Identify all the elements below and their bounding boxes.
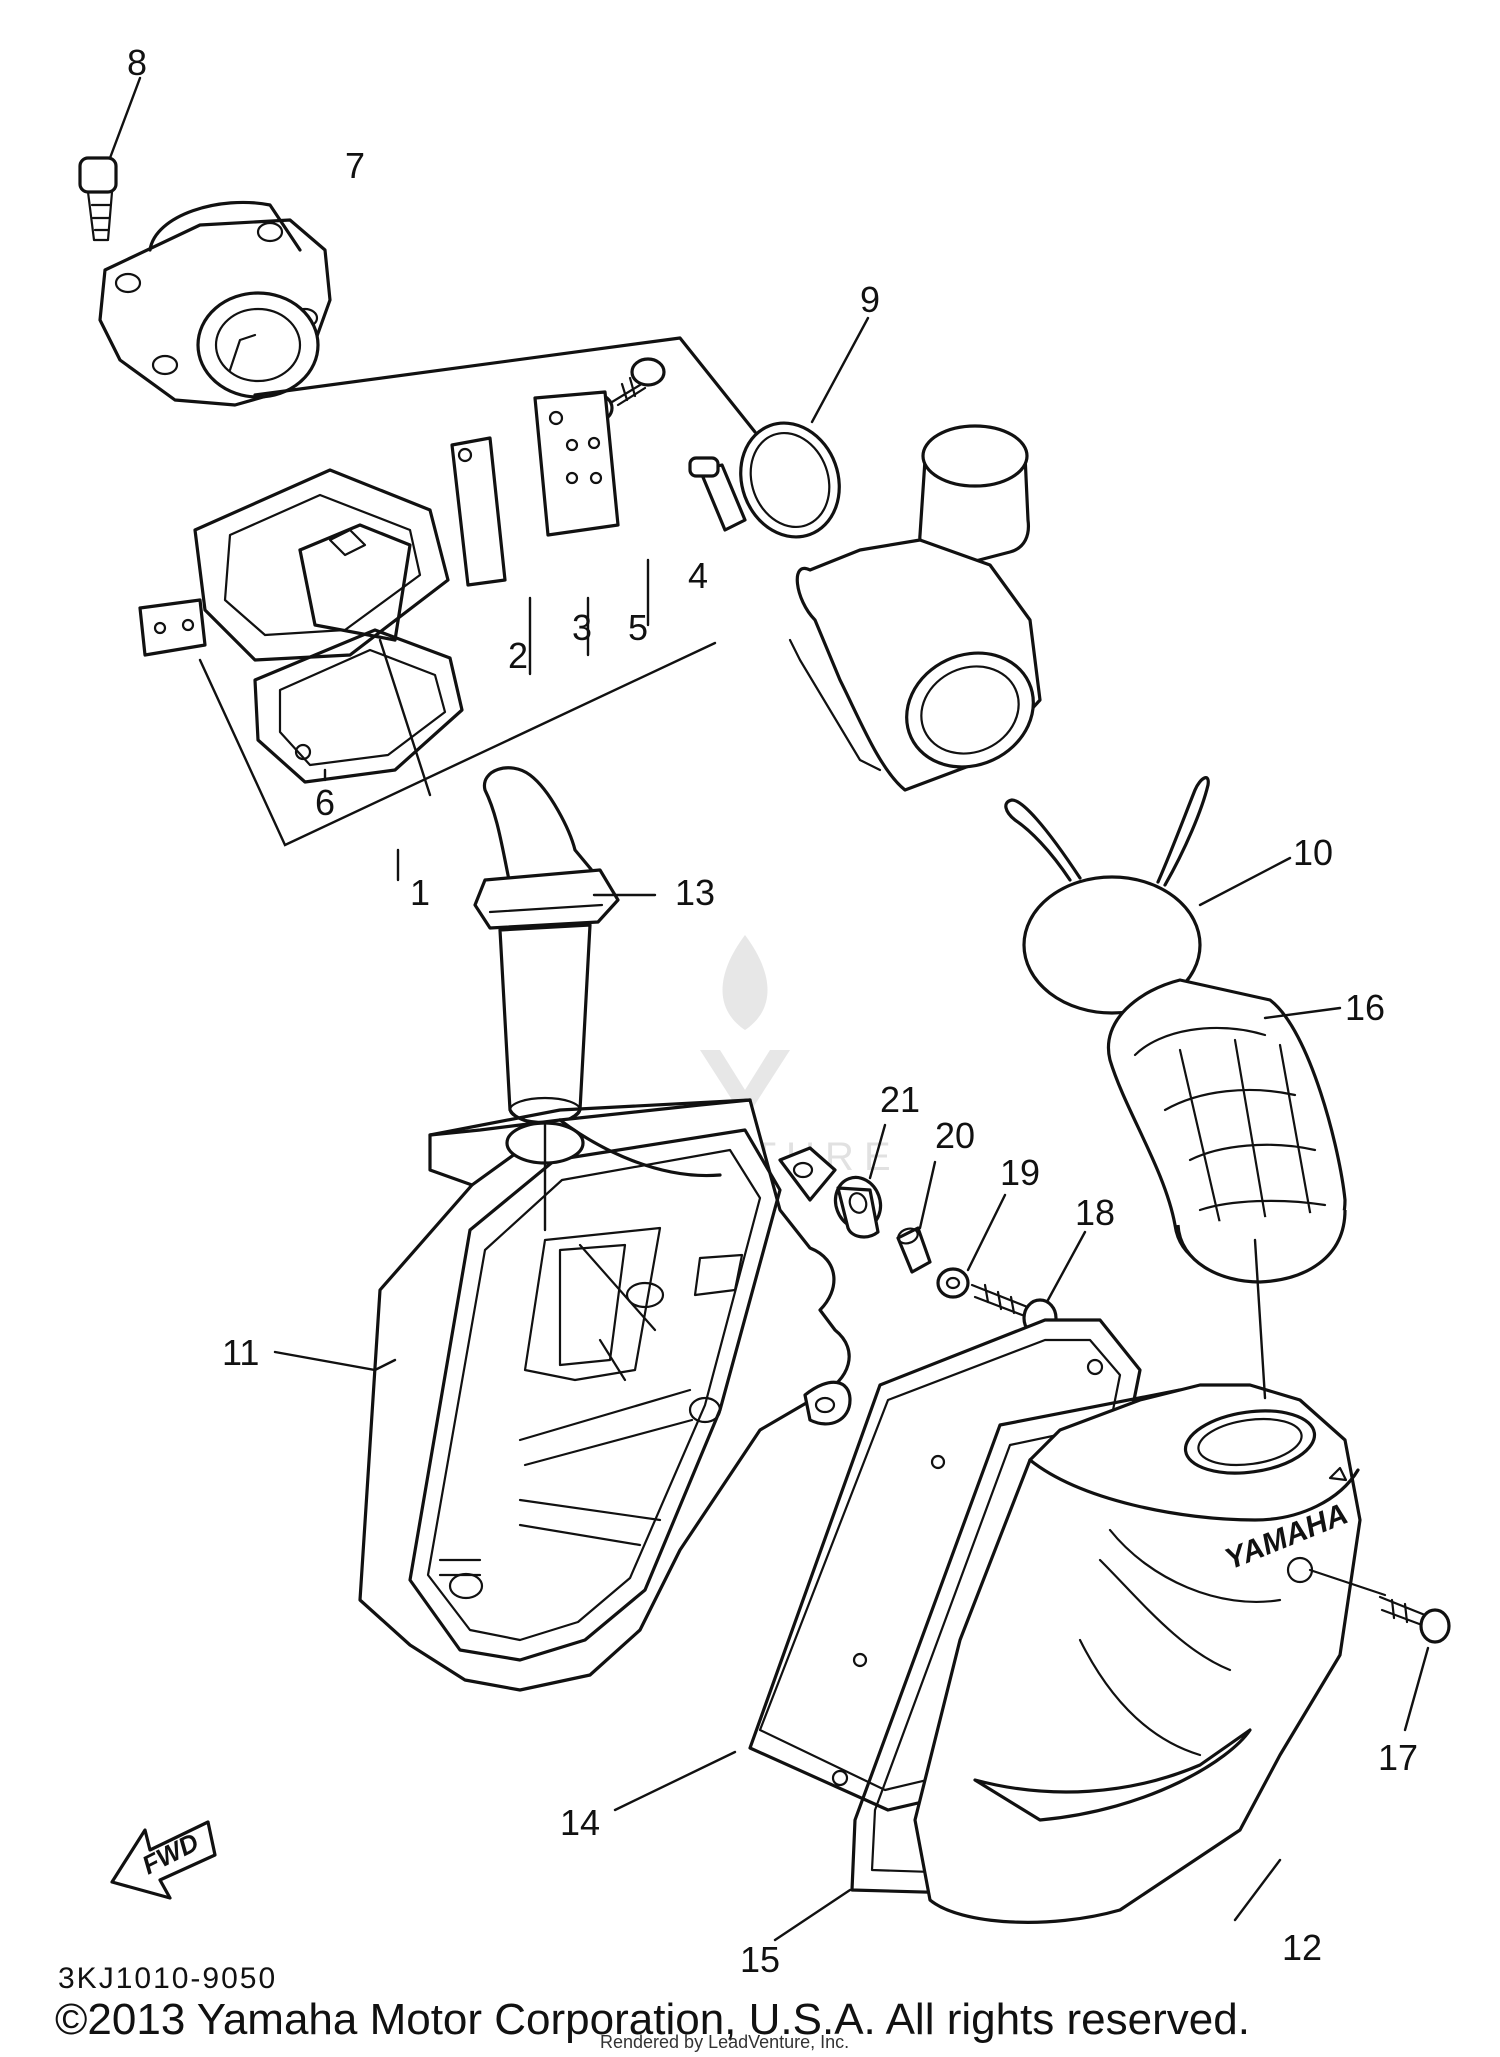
callout-18: 18 <box>1075 1192 1115 1233</box>
callout-2: 2 <box>508 635 528 676</box>
callout-labels: 1 2 3 4 5 6 7 8 9 10 11 12 13 14 15 16 1… <box>127 42 1418 1980</box>
part-16-filter-element <box>1106 978 1347 1284</box>
part-12-air-box-cap: YAMAHA <box>913 1238 1362 1924</box>
part-1-reed-valve <box>138 468 450 662</box>
callout-21: 21 <box>880 1079 920 1120</box>
part-7-intake-manifold <box>98 200 757 434</box>
callout-8: 8 <box>127 42 147 83</box>
callout-13: 13 <box>675 872 715 913</box>
callout-9: 9 <box>860 279 880 320</box>
callout-20: 20 <box>935 1115 975 1156</box>
callout-5: 5 <box>628 607 648 648</box>
callout-15: 15 <box>740 1939 780 1980</box>
assembly-bracket <box>198 558 717 882</box>
part-6-gasket <box>253 628 464 784</box>
callout-11: 11 <box>222 1332 259 1373</box>
part-21-grommet <box>833 1123 887 1239</box>
part-2-reed-petal <box>450 436 507 587</box>
callout-19: 19 <box>1000 1152 1040 1193</box>
callout-17: 17 <box>1378 1737 1418 1778</box>
part-19-washer <box>936 1193 1007 1299</box>
callout-7: 7 <box>345 145 365 186</box>
callout-1: 1 <box>410 872 430 913</box>
rendered-by-credit: Rendered by LeadVenture, Inc. <box>600 2032 850 2052</box>
callout-10: 10 <box>1293 832 1333 873</box>
part-10-wire-clip <box>1004 776 1292 1015</box>
part-11-air-box-case <box>273 1098 852 1692</box>
part-9-clamp <box>688 316 870 539</box>
callout-4: 4 <box>688 555 708 596</box>
part-4-screw <box>610 357 666 407</box>
callout-3: 3 <box>572 607 592 648</box>
callout-14: 14 <box>560 1802 600 1843</box>
callout-12: 12 <box>1282 1927 1322 1968</box>
callout-6: 6 <box>315 782 335 823</box>
fwd-arrow: FWD <box>110 1820 217 1900</box>
copyright-notice: ©2013 Yamaha Motor Corporation, U.S.A. A… <box>55 1995 1250 2044</box>
part-20-collar <box>896 1160 937 1274</box>
part-3-stopper-plate <box>533 390 620 537</box>
carburetor <box>788 424 1042 792</box>
part-8-bolt <box>78 76 142 242</box>
part-17-screw <box>1308 1568 1451 1732</box>
diagram-code: 3KJ1010-9050 <box>58 1962 278 1995</box>
part-13-joint-hose <box>473 766 657 1126</box>
callout-16: 16 <box>1345 987 1385 1028</box>
